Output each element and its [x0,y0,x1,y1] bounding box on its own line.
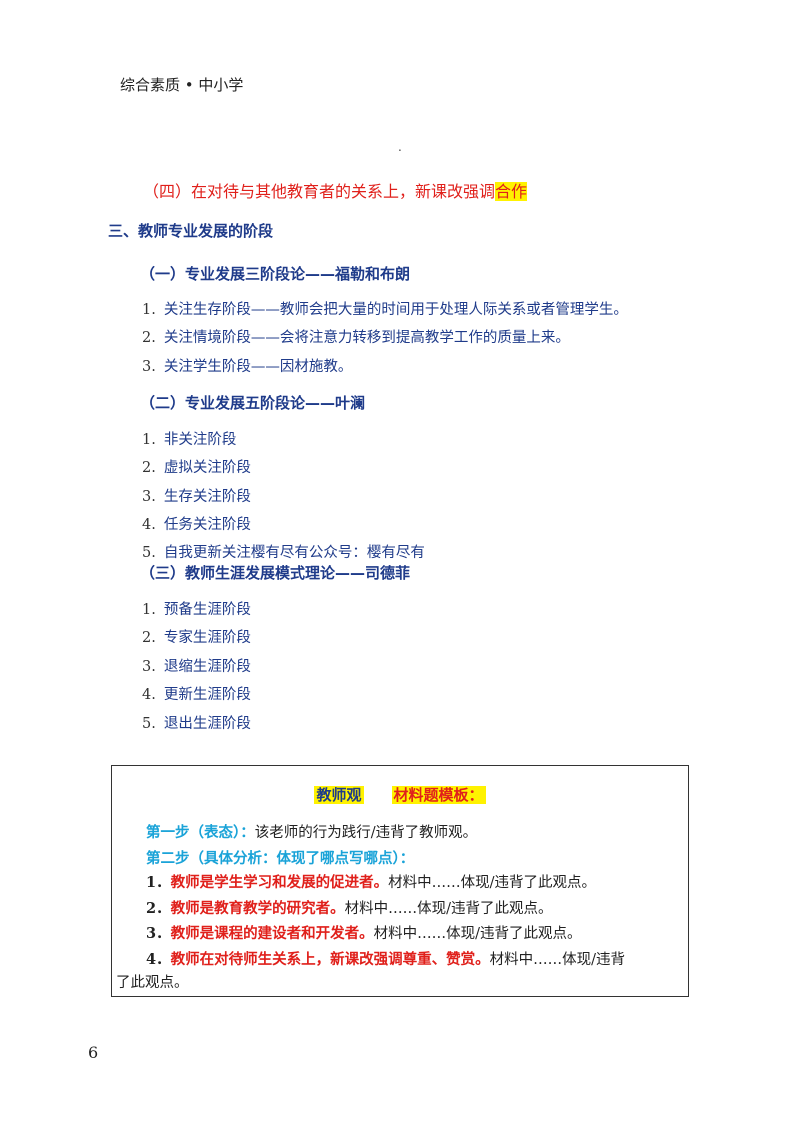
box-title: 教师观 材料题模板： [112,784,688,805]
point-item: 1．教师是学生学习和发展的促进者。材料中……体现/违背了此观点。 [146,874,596,891]
part2-title: （二）专业发展五阶段论——叶澜 [140,394,366,412]
watermark-text: 樱有尽有公众号：樱有尽有 [250,545,425,561]
point-continuation: 了此观点。 [116,975,189,991]
box-title-template: 材料题模板： [391,786,486,804]
point-item: 4．教师在对待师生关系上，新课改强调尊重、赞赏。材料中……体现/违背 [146,951,625,968]
list-item: 3.关注学生阶段——因材施教。 [142,359,353,375]
list-item: 5.退出生涯阶段 [142,716,251,732]
list-item: 2.专家生涯阶段 [142,630,251,646]
page-number: 6 [88,1043,99,1062]
list-item: 1.关注生存阶段——教师会把大量的时间用于处理人际关系或者管理学生。 [142,302,628,318]
point-item: 3．教师是课程的建设者和开发者。材料中……体现/违背了此观点。 [146,925,582,942]
list-item: 3.退缩生涯阶段 [142,659,251,675]
template-box: 教师观 材料题模板： 第一步（表态）：该老师的行为践行/违背了教师观。 第二步（具… [111,765,689,997]
list-item: 4.任务关注阶段 [142,517,251,533]
section-three-heading: 三、教师专业发展的阶段 [108,222,274,240]
list-item: 2.关注情境阶段——会将注意力转移到提高教学工作的质量上来。 [142,330,570,346]
dot-mark: . [398,140,402,154]
point-item: 2．教师是教育教学的研究者。材料中……体现/违背了此观点。 [146,900,553,917]
section-four-heading: （四）在对待与其他教育者的关系上，新课改强调合作 [143,178,528,202]
list-item: 2.虚拟关注阶段 [142,460,251,476]
part1-title: （一）专业发展三阶段论——福勒和布朗 [140,265,411,283]
list-item: 1.非关注阶段 [142,432,237,448]
part3-title: （三）教师生涯发展模式理论——司德菲 [140,564,411,582]
step-one: 第一步（表态）：该老师的行为践行/违背了教师观。 [146,825,478,841]
list-item: 1.预备生涯阶段 [142,602,251,618]
step-two: 第二步（具体分析：体现了哪点写哪点）： [146,851,415,867]
box-title-teacher-view: 教师观 [314,786,364,804]
list-item: 5.自我更新关注樱有尽有公众号：樱有尽有 [142,545,425,561]
running-header: 综合素质 • 中小学 [120,76,244,94]
list-item: 3.生存关注阶段 [142,489,251,505]
list-item: 4.更新生涯阶段 [142,687,251,703]
highlight-cooperation: 合作 [495,182,528,201]
section-four-text: （四）在对待与其他教育者的关系上，新课改强调 [143,182,496,201]
